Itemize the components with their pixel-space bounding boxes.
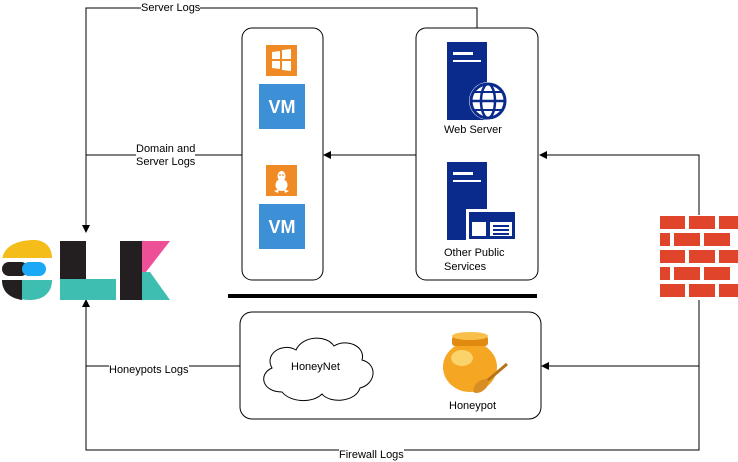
domain-logs-label-line2: Server Logs: [136, 156, 196, 168]
linux-icon: [266, 165, 297, 196]
web-server-icon: [447, 42, 507, 120]
other-public-label-line1: Other Public: [444, 247, 505, 259]
vm-2-label: VM: [269, 217, 296, 237]
domain-logs-label-line1: Domain and: [136, 143, 196, 155]
other-public-label-line2: Services: [444, 261, 487, 273]
honeypot-icon: [443, 332, 508, 394]
firewall-icon: [660, 216, 738, 297]
other-public-label: Other Public Services: [444, 246, 505, 274]
firewall-to-honeypot-line: [541, 300, 700, 370]
web-server-label: Web Server: [444, 124, 502, 137]
server-logs-line: [82, 7, 478, 233]
honeypots-logs-line: [82, 299, 240, 367]
public-services-icon: [447, 162, 518, 241]
vm-1-label: VM: [269, 97, 296, 117]
cloud-icon: [263, 337, 374, 401]
windows-icon: [266, 45, 297, 76]
honeynet-label: HoneyNet: [291, 361, 340, 373]
firewall-logs-label: Firewall Logs: [339, 449, 404, 462]
domain-logs-label: Domain and Server Logs: [136, 143, 196, 169]
elk-logo-icon: [2, 240, 170, 300]
firewall-to-servers-line: [539, 151, 700, 215]
vm-2-icon: VM: [259, 204, 305, 249]
vm-1-icon: VM: [259, 84, 305, 129]
honeypot-label: Honeypot: [449, 400, 497, 413]
honeypots-logs-label: Honeypots Logs: [109, 364, 189, 377]
server-logs-label: Server Logs: [141, 2, 201, 15]
